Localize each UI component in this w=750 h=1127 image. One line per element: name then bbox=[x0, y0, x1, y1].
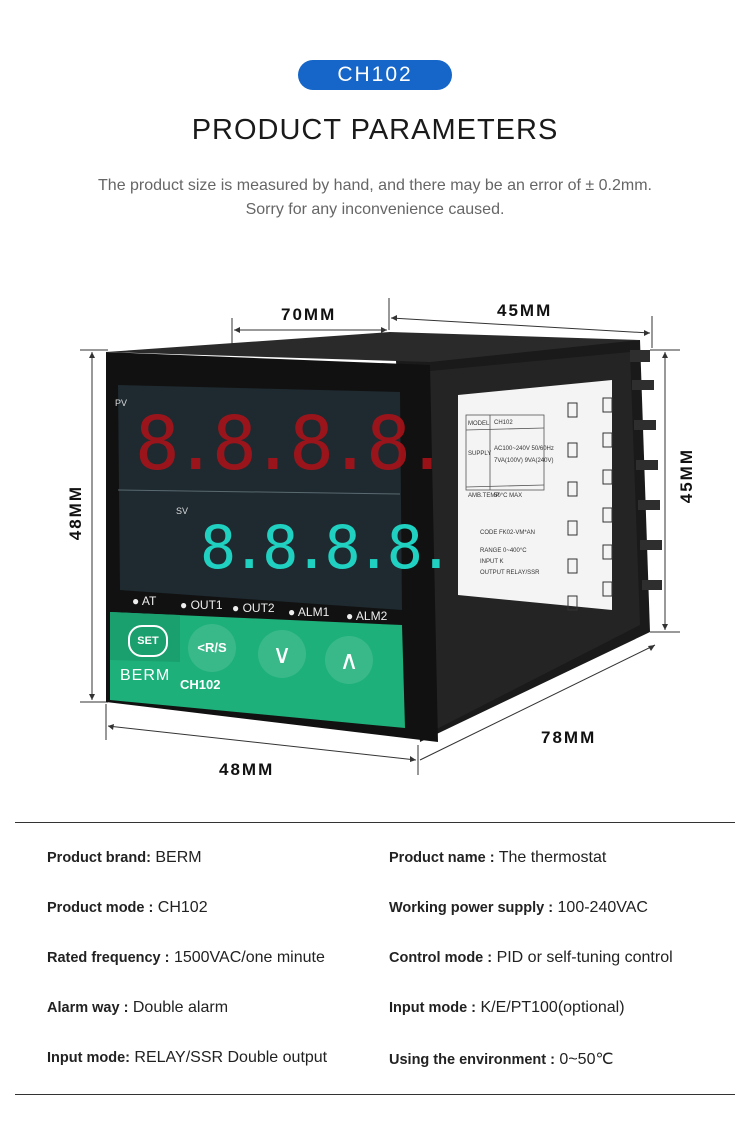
param-alarm: Alarm way : Double alarm bbox=[47, 999, 229, 1016]
param-input: Input mode : K/E/PT100(optional) bbox=[389, 999, 625, 1016]
model-badge: CH102 bbox=[298, 60, 452, 90]
indicator-row: ● AT ● OUT1 ● OUT2 ● ALM1 ● ALM2 bbox=[128, 592, 398, 623]
rs-button[interactable]: <R/S bbox=[188, 624, 236, 672]
set-button[interactable]: SET bbox=[128, 625, 168, 657]
chevron-up-icon: ∧ bbox=[339, 645, 359, 675]
up-button[interactable]: ∧ bbox=[325, 636, 373, 684]
indicator-out1: ● OUT1 bbox=[180, 598, 223, 612]
param-brand: Product brand: BERM bbox=[47, 849, 202, 866]
pv-display: 8.8.8.8. bbox=[135, 401, 449, 487]
pv-label: PV bbox=[115, 398, 128, 408]
svg-text:RANGE 0~400°C: RANGE 0~400°C bbox=[480, 548, 527, 554]
apology-note: Sorry for any inconvenience caused. bbox=[245, 201, 505, 218]
svg-text:CH102: CH102 bbox=[494, 420, 513, 426]
indicator-alm1: ● ALM1 bbox=[288, 605, 330, 619]
dim-top-right: 45MM bbox=[497, 301, 553, 320]
svg-text:MODEL: MODEL bbox=[468, 421, 490, 427]
measurement-note: The product size is measured by hand, an… bbox=[98, 177, 652, 194]
device-model: CH102 bbox=[180, 677, 221, 692]
table-bottom-rule bbox=[15, 1094, 735, 1095]
sv-label: SV bbox=[176, 506, 189, 516]
dim-bottom: 48MM bbox=[219, 760, 275, 779]
left-arrow-icon: < bbox=[197, 640, 205, 655]
param-mode: Product mode : CH102 bbox=[47, 899, 208, 916]
param-environment: Using the environment : 0~50℃ bbox=[389, 1051, 614, 1068]
svg-text:50°C MAX: 50°C MAX bbox=[494, 493, 522, 499]
svg-text:CODE FK02-VM*AN: CODE FK02-VM*AN bbox=[480, 530, 535, 536]
svg-text:OUTPUT RELAY/SSR: OUTPUT RELAY/SSR bbox=[480, 570, 540, 576]
sv-display: 8.8.8.8. bbox=[200, 513, 454, 583]
dim-top-left: 70MM bbox=[281, 305, 337, 324]
indicator-out2: ● OUT2 bbox=[232, 601, 275, 615]
table-top-rule bbox=[15, 822, 735, 823]
down-button[interactable]: ∨ bbox=[258, 630, 306, 678]
param-power: Working power supply : 100-240VAC bbox=[389, 899, 648, 916]
svg-text:AC100~240V 50/60Hz: AC100~240V 50/60Hz bbox=[494, 446, 554, 452]
svg-text:INPUT K: INPUT K bbox=[480, 559, 504, 565]
svg-text:AMB.TEMP: AMB.TEMP bbox=[468, 493, 499, 499]
indicator-at: ● AT bbox=[132, 594, 157, 608]
device-brand: BERM bbox=[120, 667, 171, 684]
param-output: Input mode: RELAY/SSR Double output bbox=[47, 1049, 328, 1066]
param-name: Product name : The thermostat bbox=[389, 849, 607, 866]
param-frequency: Rated frequency : 1500VAC/one minute bbox=[47, 949, 325, 966]
chevron-down-icon: ∨ bbox=[272, 639, 292, 669]
page-title: PRODUCT PARAMETERS bbox=[191, 114, 559, 146]
indicator-alm2: ● ALM2 bbox=[346, 609, 388, 623]
param-control: Control mode : PID or self-tuning contro… bbox=[389, 949, 673, 966]
dim-depth: 78MM bbox=[541, 728, 597, 747]
device-front: PV 8.8.8.8. SV 8.8.8.8. ● AT ● OUT1 ● OU… bbox=[115, 398, 454, 692]
svg-text:SUPPLY: SUPPLY bbox=[468, 451, 491, 457]
svg-text:7VA(100V) 9VA(240V): 7VA(100V) 9VA(240V) bbox=[494, 458, 553, 464]
